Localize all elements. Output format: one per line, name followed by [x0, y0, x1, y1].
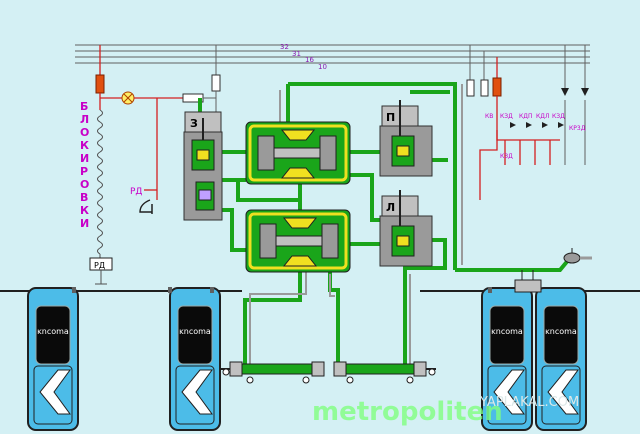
relay-kzd-low-label: КЗД	[500, 153, 513, 160]
relay-panel: КВ КЗД КДП КДЛ КЗД КР3Д КЗД	[466, 45, 589, 200]
exhaust-pipes	[249, 84, 463, 370]
valve-l: Л	[379, 190, 433, 267]
upper-door-cylinder	[245, 121, 351, 185]
rd-switch-label: РД	[130, 187, 142, 197]
door-hanger	[488, 287, 492, 293]
wire-label-16: 16	[305, 56, 314, 64]
relay-coil-diodes	[510, 122, 564, 128]
relay-kv-label: КВ	[485, 113, 493, 120]
door-brand-label: ĸncoma	[179, 327, 211, 336]
door-chevron	[547, 369, 579, 415]
lamp-branch: РД	[100, 45, 221, 214]
door-chevron	[493, 369, 525, 415]
door-leaf-2: ĸncoma	[169, 287, 221, 431]
blocking-circuit: РД	[89, 45, 113, 285]
door-hanger	[168, 287, 172, 293]
watermark: metropoliten	[312, 397, 503, 427]
wire-number-labels: 32 31 16 10	[280, 43, 327, 71]
valve-p-label: П	[386, 111, 395, 124]
resistor-top	[211, 74, 221, 92]
right-door-actuator	[333, 361, 436, 384]
door-sensor	[514, 270, 542, 293]
door-brand-label: ĸncoma	[37, 327, 69, 336]
diode-icon	[561, 88, 569, 96]
wire-label-32: 32	[280, 43, 289, 51]
relay-kr3d-label: КР3Д	[569, 125, 586, 132]
watermark-secondary: YAPLAKAL.COM	[479, 395, 579, 410]
relay-kzd-mid-label: КЗД	[552, 113, 565, 120]
left-door-actuator	[220, 361, 325, 384]
door-brand-label: ĸncoma	[545, 327, 577, 336]
control-bus-wires	[75, 44, 590, 64]
fuse-left	[95, 74, 105, 94]
wire-label-31: 31	[292, 50, 301, 58]
door-hanger	[72, 287, 76, 293]
door-chevron	[39, 369, 71, 415]
valve-z-label: З	[190, 117, 198, 130]
diode-icon	[581, 88, 589, 96]
stop-cock	[563, 248, 592, 264]
door-brand-label: ĸncoma	[491, 327, 523, 336]
relay-kdp-label: КДП	[519, 113, 532, 120]
valve-z: З	[183, 111, 223, 221]
rd-switch-icon	[139, 199, 152, 213]
wire-label-10: 10	[318, 63, 327, 71]
door-leaves: ĸncoma ĸncoma ĸncoma ĸncoma	[27, 287, 587, 431]
rd-relay-box-label: РД	[94, 261, 105, 270]
valve-p: П	[379, 100, 433, 177]
relay-kzd-top-label: КЗД	[500, 113, 513, 120]
valve-l-label: Л	[386, 201, 395, 214]
door-leaf-4: ĸncoma	[535, 287, 587, 431]
door-leaf-3: ĸncoma	[481, 287, 533, 431]
fuse-right	[492, 77, 502, 97]
door-hanger	[210, 287, 214, 293]
door-chevron	[181, 369, 213, 415]
lower-door-cylinder	[245, 209, 351, 273]
door-leaf-1: ĸncoma	[27, 287, 79, 431]
interlock-chain	[97, 109, 103, 255]
relay-kdl-label: КДЛ	[536, 113, 549, 120]
